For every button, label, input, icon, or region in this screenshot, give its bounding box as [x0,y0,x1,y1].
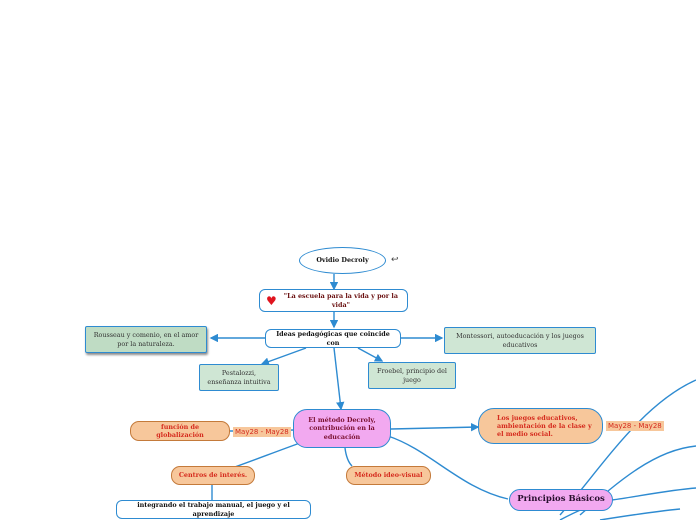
rousseau-node-label: Rousseau y comenio, en el amor por la na… [93,331,199,348]
connector-metodo-centros [231,442,301,469]
principios-basicos-node-label: Principios Básicos [517,494,605,505]
metodo-decroly-node[interactable]: El método Decroly, contribución en la ed… [293,409,391,448]
montessori-node[interactable]: Montessori, autoeducación y los juegos e… [444,327,596,354]
froebel-node[interactable]: Froebel, principio del juego [368,362,456,389]
quote-node-label: "La escuela para la vida y por la vida" [283,292,398,309]
root-node-ovidio-decroly[interactable]: Ovidio Decroly [299,247,386,274]
funcion-globalizacion-node[interactable]: función de globalización [130,421,230,441]
juegos-date-badge: May28 - May28 [606,421,664,431]
metodo-decroly-node-label: El método Decroly, contribución en la ed… [308,416,376,441]
link-icon[interactable]: ↩ [391,255,399,265]
connector-metodo-principios [387,435,509,500]
centros-interes-node-label: Centros de interés. [178,471,248,480]
integrando-node[interactable]: integrando el trabajo manual, el juego y… [116,500,311,519]
metodo-ideo-visual-node[interactable]: Método ideo-visual [346,466,431,485]
froebel-node-label: Froebel, principio del juego [377,367,447,384]
principios-basicos-node[interactable]: Principios Básicos [509,489,613,511]
montessori-node-label: Montessori, autoeducación y los juegos e… [456,332,584,349]
juegos-educativos-node-label: Los juegos educativos, ambientación de l… [497,413,592,439]
heart-icon: ♥ [266,293,277,308]
ideas-node-label: Ideas pedagógicas que coincide con [276,330,390,347]
quote-node[interactable]: ♥ "La escuela para la vida y por la vida… [259,289,408,312]
connector-metodo-ideo [344,447,353,467]
pestalozzi-node[interactable]: Pestalozzi, enseñanza intuitiva [199,364,279,391]
rousseau-node[interactable]: Rousseau y comenio, en el amor por la na… [85,326,207,353]
connector-principios-branch-3 [611,487,696,501]
ideas-node[interactable]: Ideas pedagógicas que coincide con [265,329,401,348]
connector-ideas-metodo [333,347,345,411]
connector-ideas-pestalozzi [260,347,307,366]
funcion-globalizacion-node-label: función de globalización [156,422,204,439]
juegos-educativos-node[interactable]: Los juegos educativos, ambientación de l… [478,408,603,444]
metodo-ideo-visual-node-label: Método ideo-visual [354,471,423,480]
connector-ideas-froebel [357,347,384,362]
root-node-label: Ovidio Decroly [316,256,369,265]
integrando-node-label: integrando el trabajo manual, el juego y… [137,501,290,518]
pestalozzi-node-label: Pestalozzi, enseñanza intuitiva [207,369,271,386]
funcion-date-badge: May28 - May28 [233,427,291,437]
connector-metodo-juegos [390,422,480,432]
connector-principios-branch-4 [599,508,681,520]
centros-interes-node[interactable]: Centros de interés. [171,466,255,485]
